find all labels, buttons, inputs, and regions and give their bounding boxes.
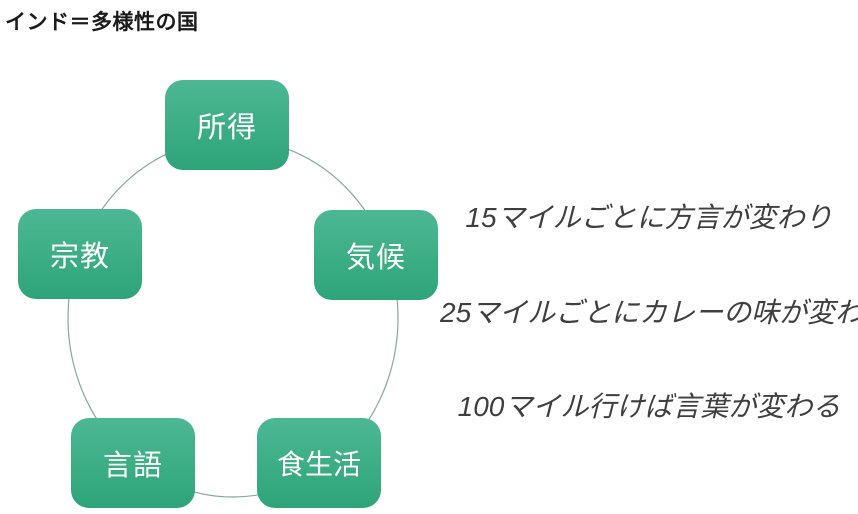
quote-line-1: 15マイルごとに方言が変わり — [465, 202, 833, 233]
quotes-block: 15マイルごとに方言が変わり 25マイルごとにカレーの味が変わる 100マイル行… — [440, 0, 858, 514]
cycle-node-religion: 宗教 — [18, 209, 142, 299]
cycle-node-diet-label: 食生活 — [276, 449, 361, 480]
page-title: インド＝多様性の国 — [5, 11, 199, 34]
cycle-node-climate: 気候 — [314, 210, 438, 300]
cycle-node-climate-label: 気候 — [345, 242, 406, 274]
cycle-node-religion-label: 宗教 — [49, 241, 110, 273]
cycle-node-language: 言語 — [71, 418, 195, 508]
cycle-node-income-label: 所得 — [196, 112, 257, 144]
quote-line-2: 25マイルごとにカレーの味が変わる — [440, 297, 858, 328]
cycle-node-income: 所得 — [165, 80, 289, 170]
quote-line-3: 100マイル行けば言葉が変わる — [457, 391, 841, 422]
cycle-node-diet: 食生活 — [257, 418, 381, 508]
cycle-node-language-label: 言語 — [102, 450, 163, 482]
